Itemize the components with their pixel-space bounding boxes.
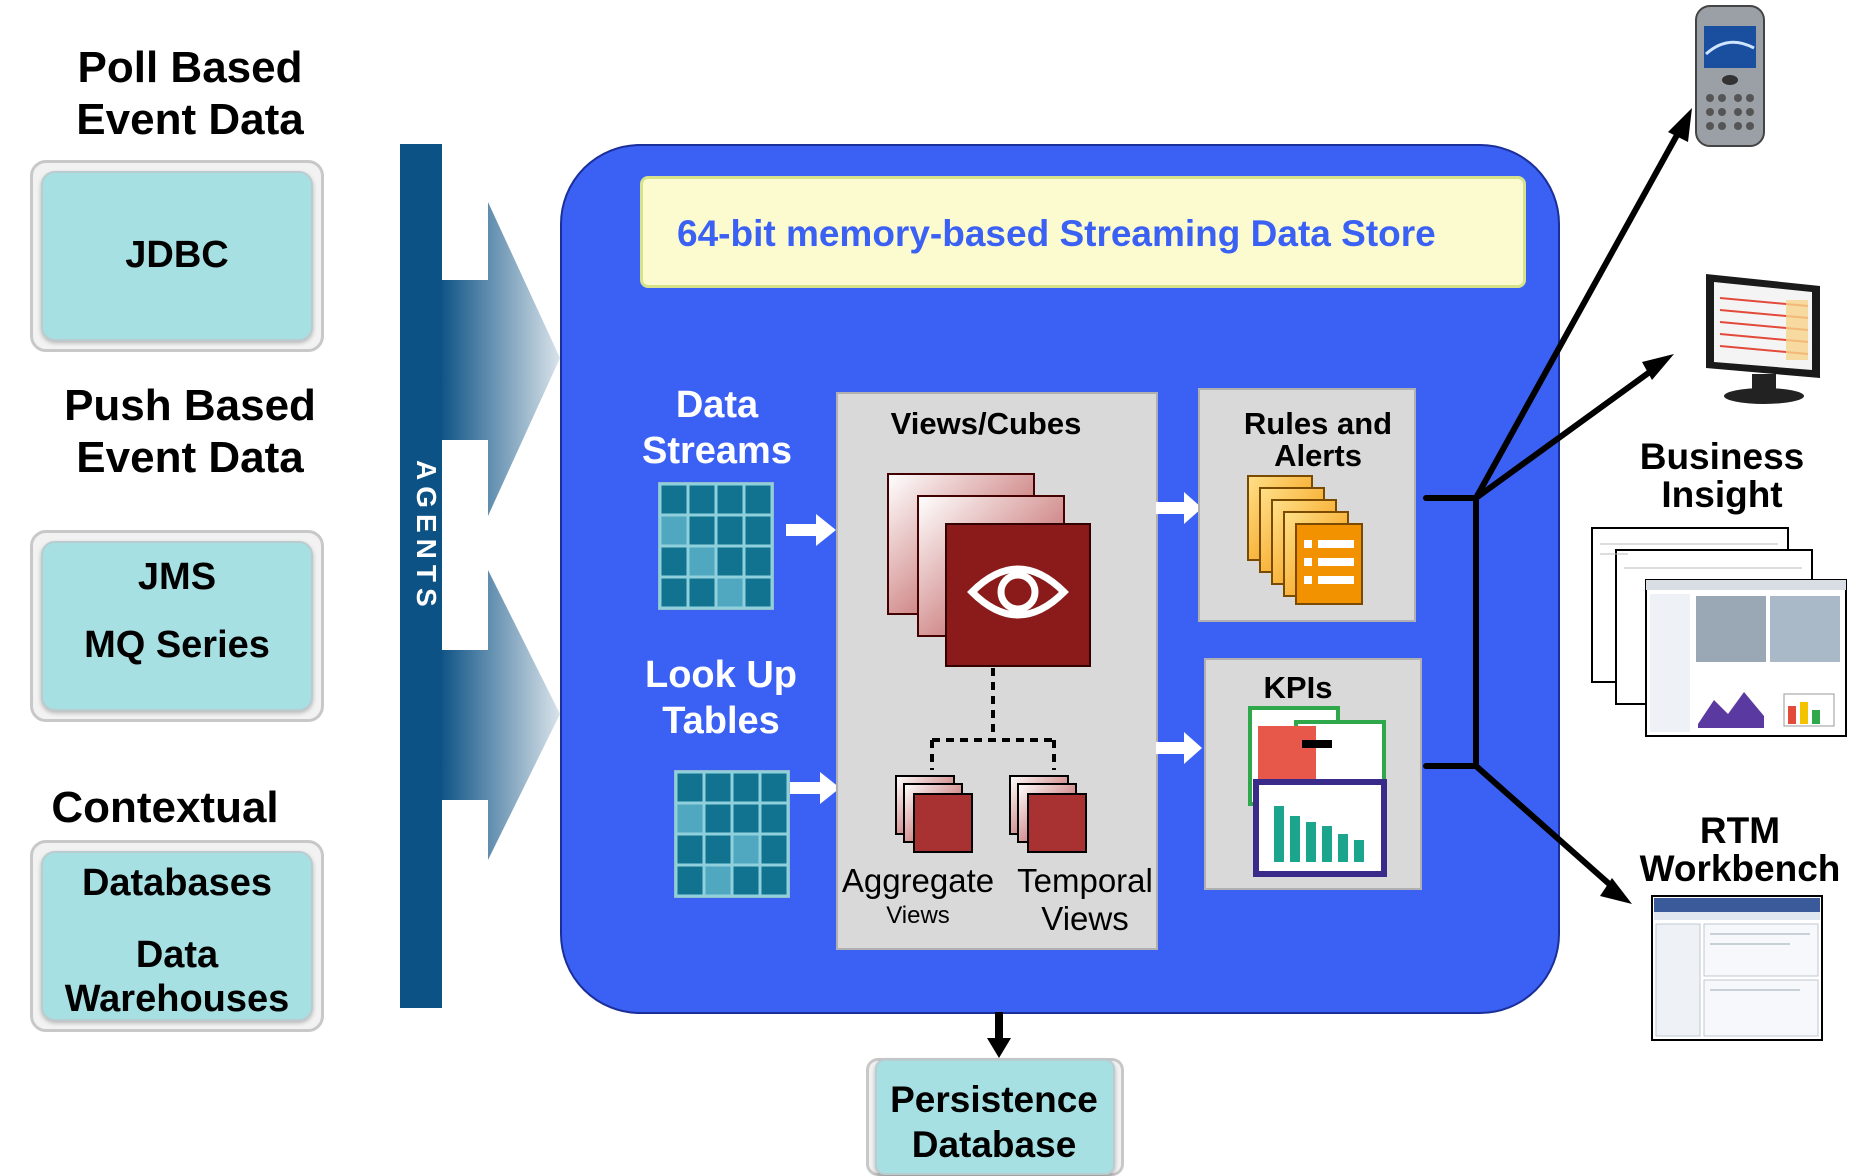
arrow-views-to-rules	[1156, 492, 1202, 524]
mq-series-label: MQ Series	[84, 624, 270, 666]
lookup-tables-grid-icon	[674, 770, 790, 898]
poll-based-header: Poll Based Event Data	[76, 43, 304, 144]
arrow-to-persistence	[987, 1012, 1011, 1058]
agents-arrows	[440, 202, 560, 860]
jdbc-source-box: JDBC	[30, 160, 324, 352]
cube-tree-connector	[930, 668, 1056, 770]
data-streams-label: Data Streams	[642, 384, 792, 472]
temporal-views-label: Temporal Views	[1017, 862, 1153, 937]
jdbc-label: JDBC	[125, 234, 229, 276]
arrowhead-monitor	[1642, 354, 1674, 380]
views-cubes-title: Views/Cubes	[890, 406, 1082, 441]
persistence-database-label: Persistence Database	[890, 1079, 1098, 1165]
agents-arrow-bottom	[440, 570, 560, 860]
databases-source-box: Databases Data Warehouses	[30, 840, 324, 1032]
lookup-tables-label: Look Up Tables	[645, 654, 797, 742]
temporal-cube-icon	[1009, 775, 1087, 853]
aggregate-cube-icon	[895, 775, 973, 853]
business-insight-screens-icon	[1591, 527, 1847, 737]
aggregate-views-label-big: Aggregate	[841, 862, 995, 899]
smartphone-icon	[1695, 5, 1765, 147]
eye-icon	[967, 565, 1069, 619]
arrow-streams-to-views	[786, 514, 836, 546]
databases-label: Databases	[81, 862, 273, 904]
kpis-title: KPIs	[1263, 670, 1333, 705]
arrow-lookup-to-views	[790, 772, 840, 804]
rtm-workbench-label: RTM Workbench	[1639, 810, 1841, 889]
data-streams-grid-icon	[658, 482, 774, 610]
rtm-workbench-screen-icon	[1651, 895, 1823, 1041]
persistence-database-box: Persistence Database	[866, 1058, 1124, 1176]
agents-bar	[400, 144, 442, 1008]
arrowhead-rtm	[1600, 878, 1632, 904]
push-based-header: Push Based Event Data	[64, 381, 316, 482]
kpi-dashboard-icon	[1248, 706, 1387, 877]
arrow-views-to-kpis	[1156, 732, 1202, 764]
jms-label: JMS	[137, 556, 217, 598]
agents-label: AGENTS	[411, 460, 442, 613]
arrowhead-phone	[1668, 108, 1692, 142]
eye-cube-icon	[887, 473, 1091, 667]
monitor-icon	[1706, 274, 1820, 404]
aggregate-views-label-small: Views	[886, 902, 950, 929]
agents-arrow-top	[440, 202, 560, 516]
data-warehouses-label: Data Warehouses	[64, 934, 290, 1020]
streaming-data-store-title: 64-bit memory-based Streaming Data Store	[640, 176, 1526, 288]
rules-alerts-title: Rules and Alerts	[1243, 406, 1393, 473]
business-insight-label: Business Insight	[1639, 436, 1805, 515]
alerts-list-icon	[1247, 475, 1363, 605]
output-connectors	[1423, 108, 1692, 904]
jms-source-box: JMS MQ Series	[30, 530, 324, 722]
